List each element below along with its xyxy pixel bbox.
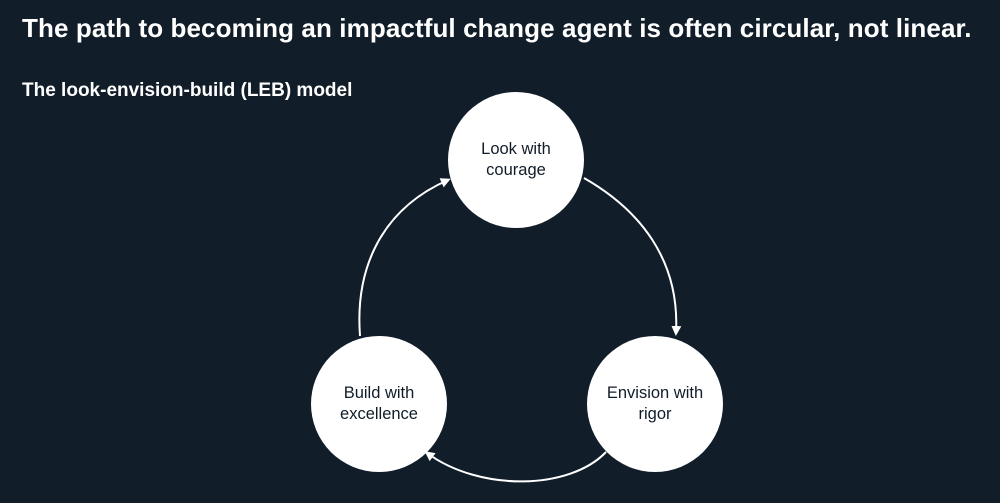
page-title: The path to becoming an impactful change…	[22, 13, 972, 43]
node-build-with-excellence: Build with excellence	[311, 336, 447, 472]
diagram-subtitle: The look-envision-build (LEB) model	[22, 80, 353, 101]
node-envision-with-rigor: Envision with rigor	[587, 336, 723, 472]
arrow-envision-to-build	[424, 451, 607, 483]
arrow-look-to-envision	[583, 177, 682, 336]
arrow-build-to-look	[358, 178, 451, 337]
node-label: Envision with rigor	[606, 384, 704, 423]
node-look-with-courage: Look with courage	[448, 92, 584, 228]
node-label: Look with courage	[481, 140, 551, 179]
node-label: Build with excellence	[340, 384, 418, 423]
